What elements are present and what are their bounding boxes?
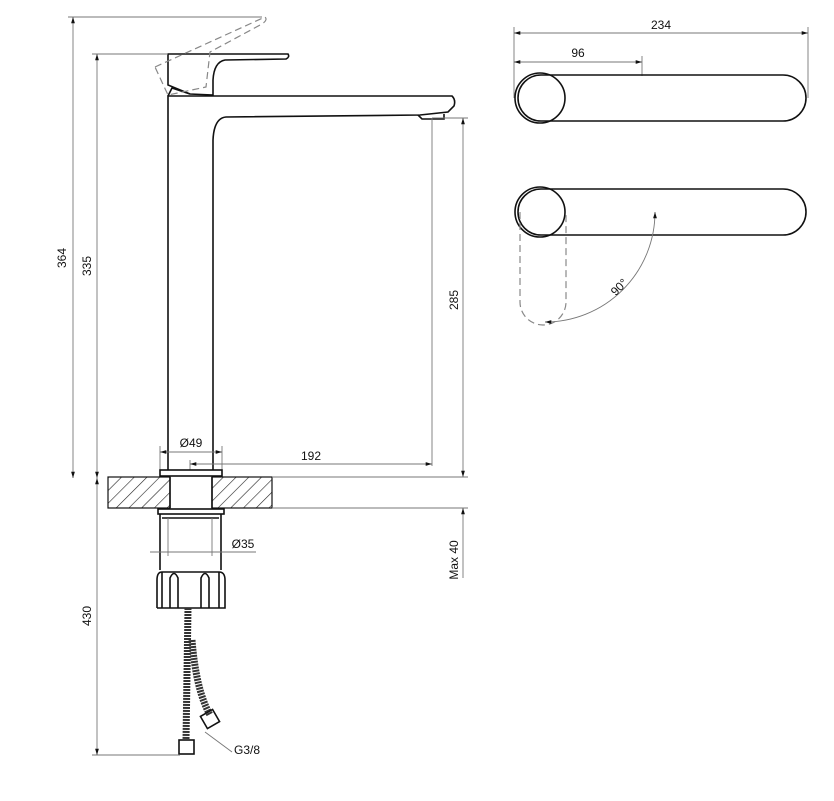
label-connection-thread: G3/8: [234, 743, 260, 757]
top-view-closed: [513, 27, 809, 124]
top-view-rotation: [514, 186, 807, 326]
label-lever-height: 335: [80, 256, 94, 276]
dimension-body-diameter: [159, 446, 223, 470]
flexible-hoses: [178, 607, 221, 755]
faucet-body: [167, 53, 456, 470]
dimension-spout-reach: [189, 460, 432, 470]
countertop-section: [107, 469, 468, 509]
label-shank-diameter: Ø35: [232, 537, 255, 551]
label-lever-rotation: 90°: [608, 276, 631, 299]
label-spout-reach: 192: [301, 449, 321, 463]
label-spout-height: 285: [447, 290, 461, 310]
label-body-length: 96: [571, 46, 585, 60]
label-hose-length: 430: [80, 606, 94, 626]
dimension-total-height: [68, 16, 262, 478]
dimension-hose-length: [92, 478, 233, 756]
label-overall-length: 234: [651, 18, 671, 32]
dimension-shank-diameter: [150, 518, 256, 556]
dimension-lever-height: [92, 53, 168, 478]
mounting-shank: [156, 508, 226, 609]
lever-raised-position: [154, 16, 267, 96]
label-body-diameter: Ø49: [180, 436, 203, 450]
label-max-thickness: Max 40: [447, 540, 461, 580]
dimension-spout-height: [431, 117, 468, 477]
label-total-height: 364: [55, 248, 69, 268]
